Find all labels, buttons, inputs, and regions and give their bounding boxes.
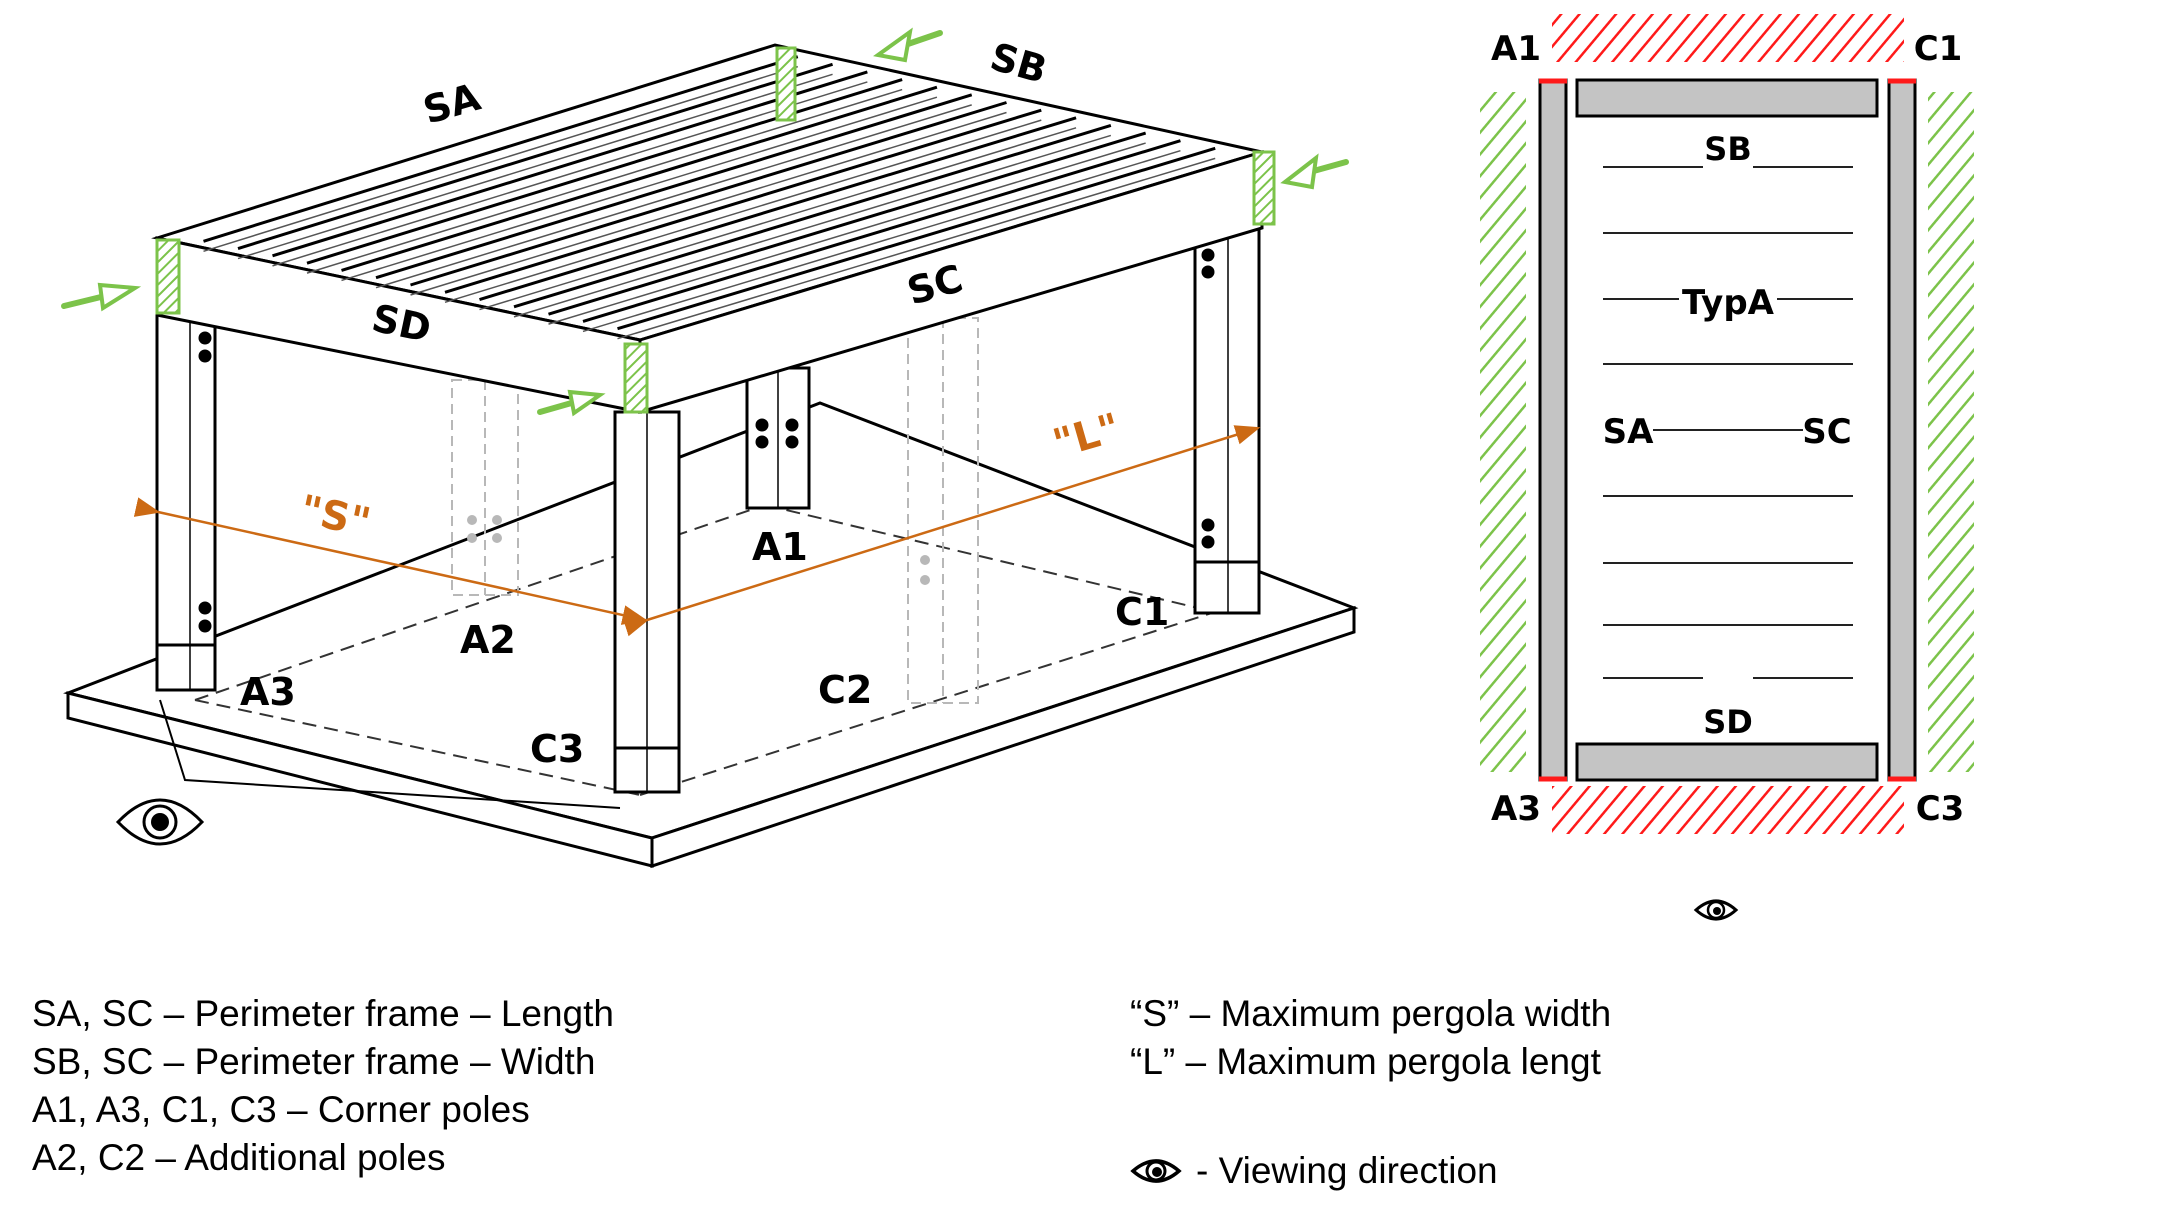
legend-item: A1, A3, C1, C3 – Corner poles xyxy=(32,1089,530,1130)
legend-item: SB, SC – Perimeter frame – Width xyxy=(32,1041,596,1082)
louver-slat xyxy=(479,116,1077,302)
isometric-pergola-view: SA SB SC SD A1 A2 A3 C1 C2 C3 "S" "L" xyxy=(61,27,1359,869)
pole-a1 xyxy=(745,366,811,510)
louver-slat xyxy=(341,96,938,282)
plan-label-sc: SC xyxy=(1802,412,1851,452)
louver-slat xyxy=(237,73,833,260)
legend-item: A2, C2 – Additional poles xyxy=(32,1137,446,1178)
label-c3: C3 xyxy=(530,727,584,771)
label-a1: A1 xyxy=(752,525,808,569)
plan-view-frame: A1 C1 A3 C3 SB SD TypA SA SC xyxy=(1480,14,1974,921)
dimension-s-line xyxy=(133,497,648,625)
side-frame-left xyxy=(1538,78,1568,782)
plan-hatch-bottom xyxy=(1552,786,1904,834)
label-sb: SB xyxy=(986,34,1052,92)
louver-slat xyxy=(306,78,903,265)
legend-viewing-direction: - Viewing direction xyxy=(1130,1150,1498,1192)
plan-label-typa: TypA xyxy=(1682,283,1775,323)
plan-label-a1: A1 xyxy=(1491,29,1541,69)
louver-slat xyxy=(375,104,972,289)
louver-slat xyxy=(306,88,903,274)
beam-sb xyxy=(1575,78,1879,118)
plan-label-c1: C1 xyxy=(1914,29,1963,69)
pole-c1 xyxy=(1193,226,1261,615)
label-c2: C2 xyxy=(818,668,872,712)
legend-dimensions: “S” – Maximum pergola width “L” – Maximu… xyxy=(1130,990,1611,1086)
louver-slat xyxy=(513,134,1112,318)
roof-louvers xyxy=(203,55,1216,340)
plan-hatch-right xyxy=(1928,92,1974,772)
louver-slat xyxy=(617,157,1216,340)
legend-viewing-direction-text: - Viewing direction xyxy=(1196,1150,1498,1191)
louver-slat xyxy=(617,146,1216,331)
legend-item: SA, SC – Perimeter frame – Length xyxy=(32,993,614,1034)
dimension-lines xyxy=(133,425,1261,637)
legend-item: “L” – Maximum pergola lengt xyxy=(1130,1041,1601,1082)
green-arrow-icon xyxy=(61,27,1349,417)
eye-icon xyxy=(1130,1159,1182,1183)
plan-label-c3: C3 xyxy=(1916,789,1965,829)
louver-slat xyxy=(548,142,1146,325)
louver-slat xyxy=(375,93,973,280)
pole-a3 xyxy=(155,313,217,692)
louver-slat xyxy=(237,62,834,251)
louver-slat xyxy=(272,70,868,258)
plan-label-sd: SD xyxy=(1703,703,1753,741)
legend-components: SA, SC – Perimeter frame – Length SB, SC… xyxy=(32,990,614,1182)
louver-slat xyxy=(410,101,1007,287)
beam-end-hatches xyxy=(155,46,1276,414)
louver-slat xyxy=(582,149,1181,333)
louver-slat xyxy=(444,119,1042,304)
plan-label-a3: A3 xyxy=(1491,789,1541,829)
louver-slat xyxy=(341,85,938,272)
beam-sd xyxy=(1575,742,1879,782)
view-lines xyxy=(159,699,621,809)
legend-item: “S” – Maximum pergola width xyxy=(1130,993,1612,1034)
label-a2: A2 xyxy=(460,618,516,662)
label-a3: A3 xyxy=(240,670,296,714)
louver-lines xyxy=(1603,166,1853,679)
plan-label-sb: SB xyxy=(1704,130,1751,168)
eye-icon xyxy=(1693,899,1739,921)
louver-slat xyxy=(272,81,868,267)
louver-slat xyxy=(479,127,1077,311)
side-frame-right xyxy=(1887,78,1917,782)
pole-c3 xyxy=(613,410,681,794)
label-sa: SA xyxy=(418,75,485,133)
eye-icon xyxy=(115,798,205,846)
plan-label-sa: SA xyxy=(1603,412,1654,452)
label-c1: C1 xyxy=(1115,590,1169,634)
louver-slat xyxy=(513,123,1112,309)
louver-slat xyxy=(582,139,1181,323)
dimension-l-line xyxy=(622,425,1261,637)
louver-slat xyxy=(548,131,1147,316)
ground-slab xyxy=(63,401,1359,869)
louver-slat xyxy=(410,111,1007,296)
dimension-l-label: "L" xyxy=(1048,405,1125,468)
dimension-s-label: "S" xyxy=(296,487,375,547)
louver-slat xyxy=(203,55,799,243)
plan-hatch-left xyxy=(1480,92,1526,772)
louver-slat xyxy=(444,108,1042,294)
louver-slat xyxy=(203,65,799,253)
plan-hatch-top xyxy=(1552,14,1904,62)
